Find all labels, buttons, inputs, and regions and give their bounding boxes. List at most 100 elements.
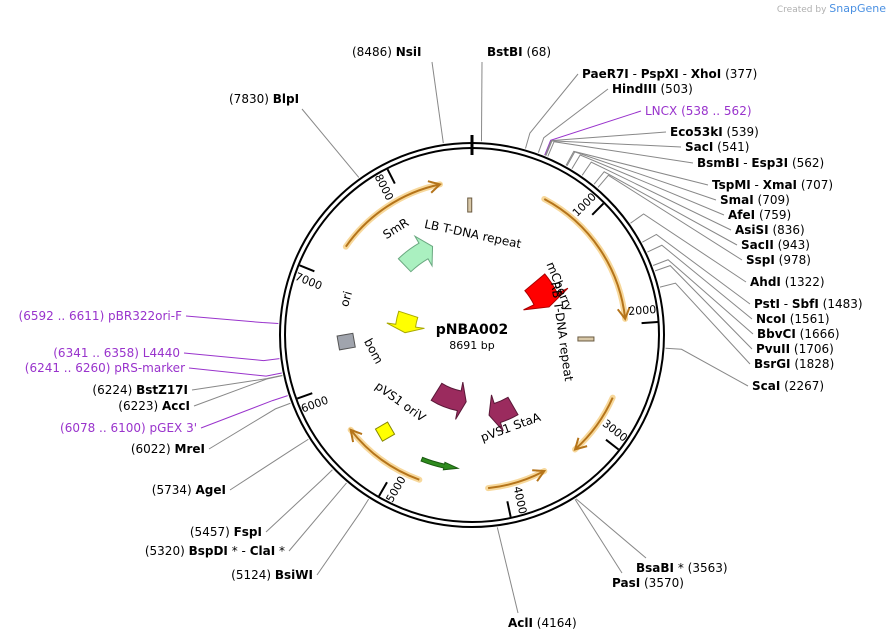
tick-mark	[605, 438, 620, 451]
plasmid-name: pNBA002	[436, 322, 508, 338]
site-label: PstI - SbfI (1483)	[754, 297, 863, 311]
orf-arc	[345, 183, 441, 248]
site-label-part: -	[751, 178, 763, 192]
site-label-part: (1666)	[796, 327, 840, 341]
site-label-part: BsiWI	[275, 568, 313, 582]
site-label: (6241 .. 6260) pRS-marker	[25, 361, 185, 375]
site-label-part: *	[228, 544, 242, 558]
site-label: (5124) BsiWI	[231, 568, 313, 582]
site-label-part: (6022)	[131, 442, 175, 456]
site-label-part: TspMI	[712, 178, 751, 192]
feature-label: ori	[337, 289, 355, 308]
site-label-part: PasI	[612, 576, 640, 590]
site-label-part: LNCX (538 .. 562)	[645, 104, 752, 118]
site-label-part: (503)	[657, 82, 693, 96]
site-label-part: (4164)	[533, 616, 577, 630]
leader-line	[547, 141, 694, 164]
site-label-part: (6224)	[92, 383, 136, 397]
site-label-part: (6592 .. 6611) pBR322ori-F	[19, 309, 183, 323]
site-label-part: PspXI	[641, 67, 679, 81]
site-label-part: (759)	[755, 208, 791, 222]
site-label-part: HindIII	[612, 82, 657, 96]
site-label: LNCX (538 .. 562)	[645, 104, 752, 118]
feature-label: LB T-DNA repeat	[423, 217, 523, 251]
leader-line	[652, 259, 754, 335]
leader-line	[544, 110, 642, 156]
site-label-part: AgeI	[196, 483, 226, 497]
leader-line	[581, 161, 732, 231]
site-label-part: SacII	[741, 238, 774, 252]
pvs1-oriv-square	[374, 421, 396, 442]
leader-line	[208, 402, 291, 450]
site-label-part: ScaI	[752, 379, 780, 393]
site-label-part: NsiI	[396, 45, 422, 59]
tick-mark	[378, 481, 388, 497]
leader-line	[265, 469, 333, 533]
site-label-part: (3563)	[688, 561, 728, 575]
site-label-part: AfeI	[728, 208, 755, 222]
site-label: (5320) BspDI * - ClaI *	[145, 544, 285, 558]
leader-line	[642, 233, 751, 305]
leader-line	[537, 88, 609, 153]
leader-line	[575, 498, 647, 559]
orf-arrow-head	[427, 180, 442, 194]
site-label-part: (6078 .. 6100) pGEX 3'	[60, 421, 197, 435]
site-label-part: XhoI	[691, 67, 722, 81]
site-label-part: (707)	[797, 178, 833, 192]
leader-line	[496, 527, 519, 614]
orf-arc	[574, 397, 614, 451]
site-label: BsrGI (1828)	[754, 357, 834, 371]
leader-line	[316, 498, 370, 576]
leader-line	[524, 73, 579, 149]
lb-tdna-box	[467, 197, 473, 213]
ori-arrow	[386, 310, 425, 334]
site-label-part: (978)	[775, 253, 811, 267]
site-label: TspMI - XmaI (707)	[712, 178, 833, 192]
orf-arc	[487, 470, 545, 490]
site-label-part: (1706)	[790, 342, 834, 356]
site-label-part: (2267)	[780, 379, 824, 393]
site-label-part: PstI	[754, 297, 780, 311]
site-label: AclI (4164)	[508, 616, 577, 630]
site-label-part: (6241 .. 6260) pRS-marker	[25, 361, 185, 375]
site-label: (7830) BlpI	[229, 92, 299, 106]
site-label: Eco53kI (539)	[670, 125, 759, 139]
leader-line	[571, 154, 725, 216]
orf-arc	[349, 429, 420, 481]
pvs1-staa-arrow	[488, 394, 519, 432]
orf-arrow-head	[349, 428, 363, 443]
orf-arc-halo	[485, 467, 548, 492]
pvs1-repa-arrow	[430, 382, 467, 420]
leader-line	[659, 282, 751, 365]
leader-line	[431, 61, 444, 144]
site-label-part: (1561)	[786, 312, 830, 326]
site-label-part: (6341 .. 6358) L4440	[53, 346, 180, 360]
snapgene-credit: Created by SnapGene	[777, 2, 886, 15]
plasmid-size: 8691 bp	[449, 339, 494, 352]
site-label-part: AclI	[508, 616, 533, 630]
leader-line	[654, 265, 753, 350]
site-label-part: (562)	[788, 156, 824, 170]
leader-line	[301, 108, 360, 178]
leader-line	[229, 438, 309, 491]
site-label: SacI (541)	[685, 140, 749, 154]
orf-arrow-head	[573, 437, 588, 451]
rb-tdna-box	[577, 336, 595, 342]
site-label: PaeR7I - PspXI - XhoI (377)	[582, 67, 757, 81]
site-label: BsmBI - Esp3I (562)	[697, 156, 824, 170]
smr-arrow	[397, 234, 434, 273]
orf-arc	[543, 198, 627, 320]
site-label: (6592 .. 6611) pBR322ori-F	[19, 309, 183, 323]
leader-line	[188, 367, 282, 377]
site-label-part: -	[739, 156, 751, 170]
leader-line	[193, 375, 283, 407]
leader-line	[593, 171, 738, 246]
site-label-part: SbfI	[792, 297, 819, 311]
site-label-part: -	[780, 297, 792, 311]
site-label: (5457) FspI	[190, 525, 262, 539]
site-label-part: (539)	[723, 125, 759, 139]
site-label-part: (943)	[774, 238, 810, 252]
feature-label: pVS1 oriV	[372, 379, 428, 425]
tick-mark	[299, 264, 315, 273]
